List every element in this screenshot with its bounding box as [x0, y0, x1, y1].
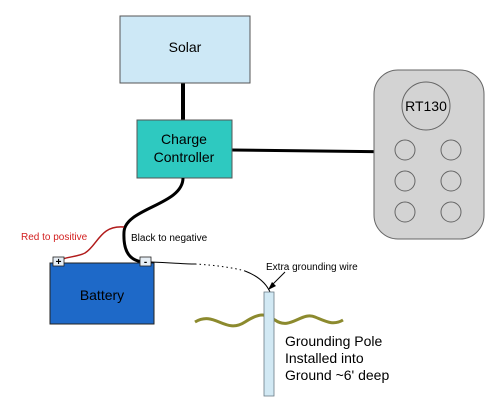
pole-annotation-line3: Ground ~6' deep	[285, 367, 389, 383]
extra-grounding-wire	[150, 261, 196, 265]
battery-positive-terminal	[52, 256, 65, 267]
red-positive-wire	[58, 226, 125, 263]
rt130-label: RT130	[405, 98, 447, 114]
pole-annotation-line2: Installed into	[285, 350, 364, 366]
black-negative-wire	[122, 177, 185, 264]
extra-grounding-wire-end	[244, 270, 271, 293]
ground-surface-line	[194, 313, 344, 328]
rt130-connector-4	[440, 170, 462, 192]
battery-negative-symbol: -	[144, 257, 147, 268]
rt130-device	[373, 69, 485, 240]
charge-controller-label-line2: Controller	[154, 149, 215, 165]
battery-box	[49, 262, 155, 325]
solar-label: Solar	[169, 39, 202, 55]
rt130-connector-2	[440, 139, 462, 161]
rt130-connector-1	[394, 139, 416, 161]
rt130-connector-3	[394, 170, 416, 192]
grounding-wire-arrowhead	[268, 282, 276, 290]
rt130-connector-5	[394, 201, 416, 223]
black-wire-annotation: Black to negative	[131, 233, 208, 244]
battery-negative-terminal	[139, 256, 152, 267]
solar-box	[119, 15, 251, 84]
pole-annotation-line1: Grounding Pole	[285, 333, 383, 349]
rt130-display-circle	[401, 81, 451, 131]
charge-controller-box	[136, 119, 233, 179]
charge-controller-label-line1: Charge	[161, 131, 207, 147]
battery-label: Battery	[80, 287, 124, 303]
controller-to-rt130-wire	[231, 148, 399, 154]
extra-grounding-wire-dotted	[194, 263, 246, 272]
grounding-pole	[263, 291, 275, 397]
battery-positive-symbol: +	[56, 257, 62, 268]
red-wire-annotation: Red to positive	[21, 232, 88, 243]
rt130-connector-6	[440, 201, 462, 223]
extra-grounding-annotation: Extra grounding wire	[266, 262, 358, 273]
